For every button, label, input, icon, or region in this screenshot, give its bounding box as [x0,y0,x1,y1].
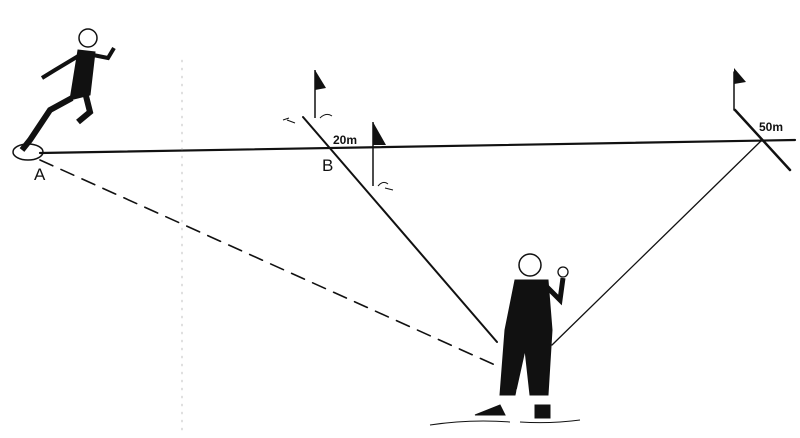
line-flag-b-to-d [302,116,498,343]
far-crossing-line [733,108,792,172]
start-line-main [38,138,797,155]
line-d-to-far-flag [551,139,763,346]
flag-icon [372,122,394,191]
label-distance-50m: 50m [759,120,784,134]
dashed-line-a-to-d [39,159,496,366]
flag-icon [282,70,333,124]
runner-figure [12,28,116,161]
label-distance-20m: 20m [333,133,358,147]
flag-icon [734,68,746,84]
label-point-b: B [322,156,334,175]
label-point-a: A [34,165,46,184]
observer-figure [429,253,581,426]
label-point-d: D [515,386,528,405]
